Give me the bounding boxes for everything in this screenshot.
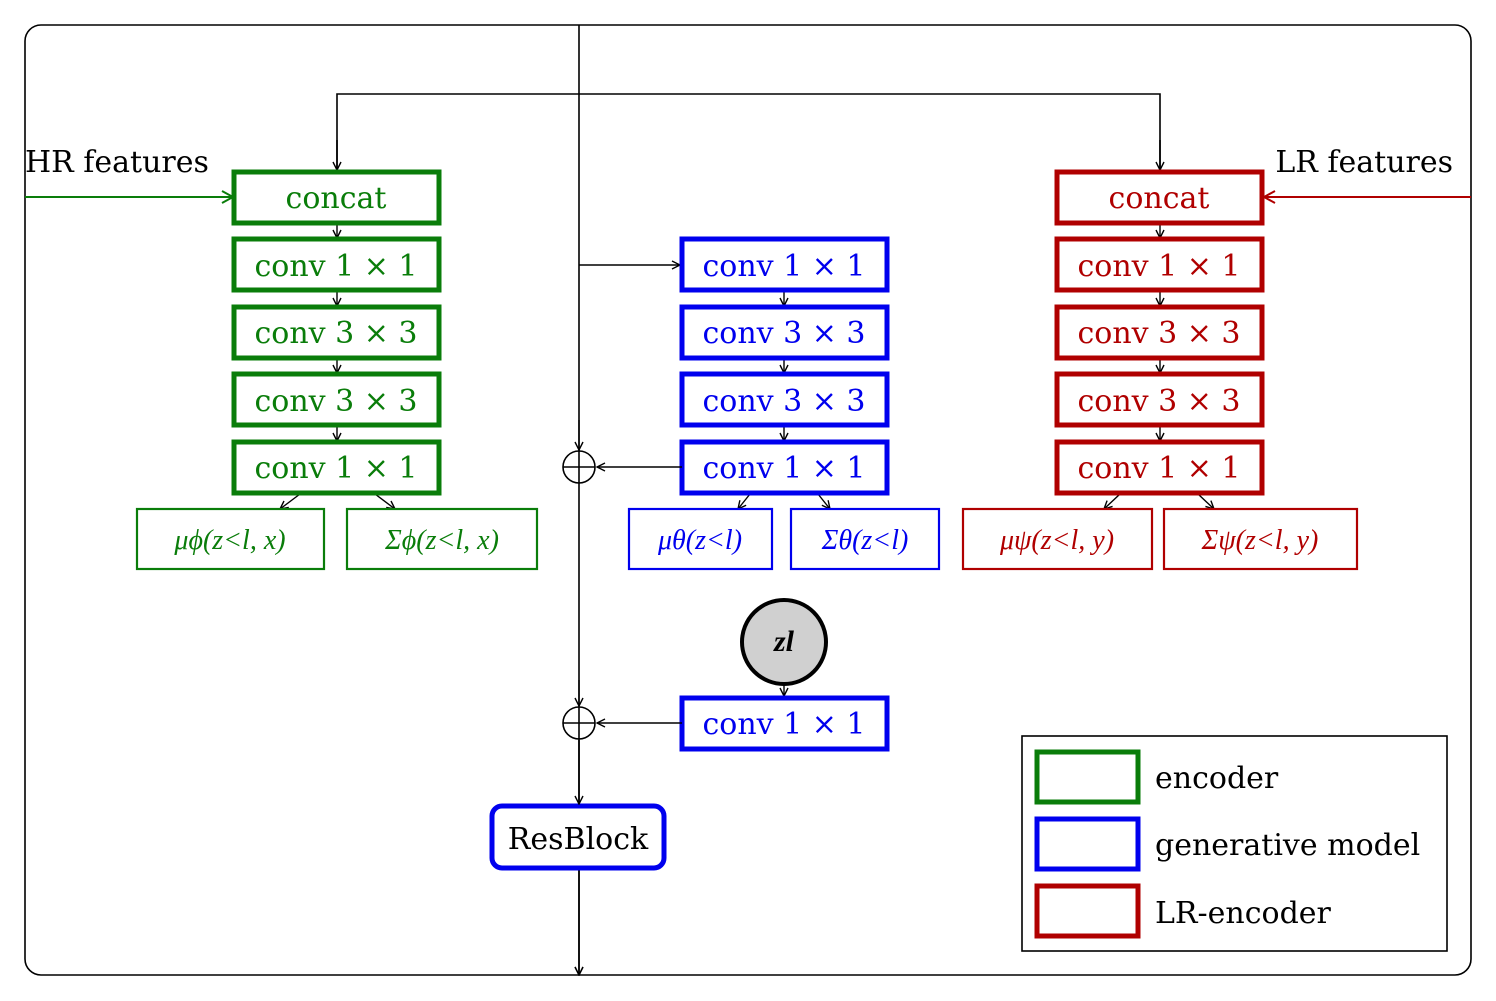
lr-features-label: LR features: [1275, 145, 1453, 180]
encoder-output-box: [135, 507, 326, 571]
lr-encoder-output-mu: μψ(z<l, y): [999, 525, 1114, 556]
generative-layer-label: conv 1 × 1: [702, 451, 865, 486]
generative-output-box: [789, 507, 941, 571]
resblock-label: ResBlock: [508, 822, 649, 857]
legend-label-generative: generative model: [1155, 828, 1420, 863]
lr-encoder-layer-box: [1054, 371, 1265, 428]
sum-node-lower: [562, 680, 596, 740]
lr-encoder-layer-box: [1054, 169, 1265, 226]
lr-encoder-arrows: [1104, 224, 1214, 509]
generative-arrows: [738, 292, 830, 696]
legend-swatch-generative: [1034, 816, 1141, 872]
encoder-layer-box: [231, 304, 442, 361]
lr-encoder-output-box: [1162, 507, 1359, 571]
encoder-layer-box: [231, 371, 442, 428]
lr-encoder-layer-label: conv 3 × 3: [1077, 316, 1240, 351]
encoder-output-sigma: Σϕ(z<l, x): [384, 525, 499, 556]
lr-encoder-layer-box: [1054, 236, 1265, 293]
generative-layer-label: conv 1 × 1: [702, 249, 865, 284]
legend: encoder generative model LR-encoder: [1021, 735, 1448, 952]
lr-encoder-layer-label: concat: [1109, 181, 1210, 216]
encoder-output-box: [345, 507, 539, 571]
generative-output-box: [627, 507, 774, 571]
outer-frame: [24, 24, 1472, 976]
encoder-layer-label: conv 1 × 1: [254, 451, 417, 486]
legend-swatch-lr-encoder: [1034, 883, 1141, 939]
encoder-layer-box: [231, 439, 442, 496]
encoder-column: concat conv 1 × 1 conv 3 × 3 conv 3 × 3 …: [135, 169, 539, 571]
lr-encoder-layer-box: [1054, 304, 1265, 361]
legend-label-lr-encoder: LR-encoder: [1155, 896, 1332, 931]
generative-output-sigma: Σθ(z<l): [821, 525, 909, 556]
latent-conv-label: conv 1 × 1: [702, 707, 865, 742]
generative-layer-label: conv 3 × 3: [702, 316, 865, 351]
generative-output-mu: μθ(z<l): [657, 525, 742, 556]
encoder-arrows: [280, 224, 395, 509]
generative-layer-box: [679, 371, 890, 428]
resblock-box: [489, 803, 667, 871]
hr-features-label: HR features: [25, 145, 209, 180]
branch-to-concats: [336, 93, 1161, 168]
sum-node-upper: [562, 420, 596, 484]
lr-encoder-output-sigma: Σψ(z<l, y): [1201, 525, 1319, 556]
lr-encoder-layer-label: conv 1 × 1: [1077, 249, 1240, 284]
lr-encoder-layer-label: conv 1 × 1: [1077, 451, 1240, 486]
encoder-layer-label: conv 3 × 3: [254, 384, 417, 419]
latent-node: [740, 598, 828, 686]
encoder-layer-box: [231, 169, 442, 226]
legend-swatch-encoder: [1034, 749, 1141, 805]
encoder-output-mu: μϕ(z<l, x): [173, 525, 285, 556]
lr-encoder-layer-label: conv 3 × 3: [1077, 384, 1240, 419]
latent-label: zl: [773, 625, 795, 658]
lr-encoder-layer-box: [1054, 439, 1265, 496]
generative-layer-box: [679, 236, 890, 293]
lr-encoder-column: concat conv 1 × 1 conv 3 × 3 conv 3 × 3 …: [961, 169, 1359, 571]
generative-layer-box: [679, 304, 890, 361]
generative-layer-label: conv 3 × 3: [702, 384, 865, 419]
encoder-layer-box: [231, 236, 442, 293]
encoder-layer-label: conv 3 × 3: [254, 316, 417, 351]
encoder-layer-label: conv 1 × 1: [254, 249, 417, 284]
lr-encoder-output-box: [961, 507, 1154, 571]
legend-label-encoder: encoder: [1155, 761, 1279, 796]
latent-conv-box: [679, 695, 890, 752]
encoder-layer-label: concat: [286, 181, 387, 216]
generative-column: conv 1 × 1 conv 3 × 3 conv 3 × 3 conv 1 …: [489, 236, 941, 871]
